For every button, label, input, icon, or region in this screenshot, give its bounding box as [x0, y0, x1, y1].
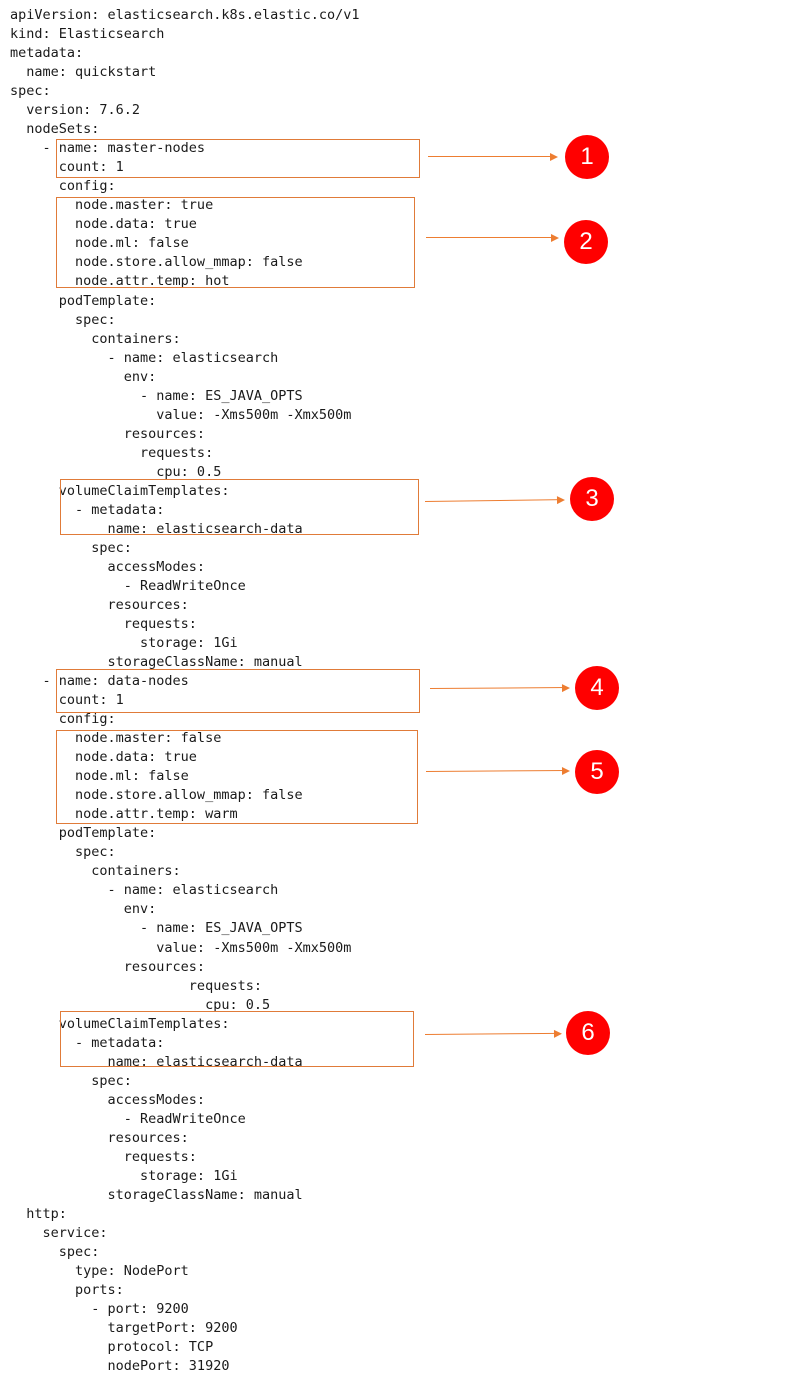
code-line: resources:	[10, 1129, 189, 1146]
code-line: - name: elasticsearch	[10, 882, 279, 899]
highlight-box-master-volume-claim	[60, 479, 419, 535]
code-line: node.store.allow_mmap: false	[10, 254, 303, 271]
code-line: - name: ES_JAVA_OPTS	[10, 920, 303, 937]
code-line: value: -Xms500m -Xmx500m	[10, 406, 352, 423]
code-line: - name: ES_JAVA_OPTS	[10, 387, 303, 404]
code-line: value: -Xms500m -Xmx500m	[10, 939, 352, 956]
highlight-box-master-nodes	[56, 139, 420, 178]
code-line: http:	[10, 1205, 67, 1222]
code-line: env:	[10, 901, 157, 918]
code-line: volumeClaimTemplates:	[10, 482, 230, 499]
code-line: storageClassName: manual	[10, 1186, 303, 1203]
code-line: spec:	[10, 844, 116, 861]
code-line: name: elasticsearch-data	[10, 1053, 303, 1070]
code-line: ports:	[10, 1282, 124, 1298]
code-line: node.ml: false	[10, 768, 189, 785]
code-line: - name: master-nodes	[10, 140, 206, 157]
code-line: - ReadWriteOnce	[10, 1110, 246, 1127]
code-line: resources:	[10, 596, 189, 613]
code-line: - metadata:	[10, 1034, 165, 1051]
callout-badge-4: 4	[575, 666, 619, 710]
callout-badge-1: 1	[565, 135, 609, 179]
code-line: spec:	[10, 1072, 132, 1089]
code-line: podTemplate:	[10, 292, 157, 309]
code-line: resources:	[10, 425, 206, 442]
code-line: node.attr.temp: hot	[10, 273, 230, 290]
code-line: - metadata:	[10, 501, 165, 518]
callout-arrow-1	[428, 151, 558, 162]
code-line: storage: 1Gi	[10, 1167, 238, 1184]
code-line: kind: Elasticsearch	[10, 26, 165, 42]
code-line: requests:	[10, 977, 262, 994]
code-line: version: 7.6.2	[10, 102, 141, 119]
code-line: storageClassName: manual	[10, 654, 303, 670]
code-line: node.store.allow_mmap: false	[10, 787, 303, 804]
code-line: node.master: true	[10, 197, 214, 214]
code-line: cpu: 0.5	[10, 996, 271, 1013]
highlight-box-master-config	[56, 197, 415, 288]
code-line: resources:	[10, 958, 206, 975]
callout-arrow-2	[426, 232, 559, 243]
code-line: metadata:	[10, 45, 84, 62]
code-line: name: quickstart	[10, 64, 157, 81]
code-line: protocol: TCP	[10, 1339, 214, 1356]
code-line: podTemplate:	[10, 825, 157, 842]
code-line: count: 1	[10, 692, 124, 709]
code-line: spec:	[10, 83, 51, 100]
highlight-box-data-nodes	[56, 669, 420, 713]
code-line: name: elasticsearch-data	[10, 520, 303, 537]
code-line: - name: data-nodes	[10, 673, 189, 690]
code-line: config:	[10, 711, 116, 728]
code-line: type: NodePort	[10, 1263, 189, 1279]
code-line: count: 1	[10, 159, 124, 176]
code-line: accessModes:	[10, 1091, 206, 1108]
code-line: node.ml: false	[10, 235, 189, 252]
code-line: requests:	[10, 444, 214, 461]
code-line: requests:	[10, 1148, 197, 1165]
code-line: requests:	[10, 616, 197, 632]
code-line: nodeSets:	[10, 121, 100, 138]
code-line: targetPort: 9200	[10, 1320, 238, 1337]
callout-badge-6: 6	[566, 1011, 610, 1055]
code-line: storage: 1Gi	[10, 635, 238, 651]
highlight-box-data-config	[56, 730, 418, 824]
callout-badge-2: 2	[564, 220, 608, 264]
code-line: node.master: false	[10, 730, 222, 747]
code-line: node.data: true	[10, 749, 197, 766]
code-line: - port: 9200	[10, 1301, 189, 1317]
code-line: spec:	[10, 539, 132, 556]
code-line: nodePort: 31920	[10, 1358, 230, 1375]
code-line: - ReadWriteOnce	[10, 577, 246, 594]
highlight-box-data-volume-claim	[60, 1011, 414, 1067]
code-line: - name: elasticsearch	[10, 349, 279, 366]
code-line: config:	[10, 178, 116, 195]
code-line: accessModes:	[10, 558, 206, 575]
code-line: cpu: 0.5	[10, 463, 222, 480]
code-line: containers:	[10, 863, 181, 880]
code-line: containers:	[10, 330, 181, 347]
code-line: service:	[10, 1224, 108, 1241]
code-line: node.data: true	[10, 216, 197, 233]
code-line: apiVersion: elasticsearch.k8s.elastic.co…	[10, 7, 360, 23]
callout-badge-3: 3	[570, 477, 614, 521]
callout-badge-5: 5	[575, 750, 619, 794]
code-line: env:	[10, 368, 157, 385]
code-line: spec:	[10, 1244, 100, 1260]
code-line: node.attr.temp: warm	[10, 806, 238, 823]
code-line: spec:	[10, 311, 116, 328]
code-line: volumeClaimTemplates:	[10, 1015, 230, 1032]
